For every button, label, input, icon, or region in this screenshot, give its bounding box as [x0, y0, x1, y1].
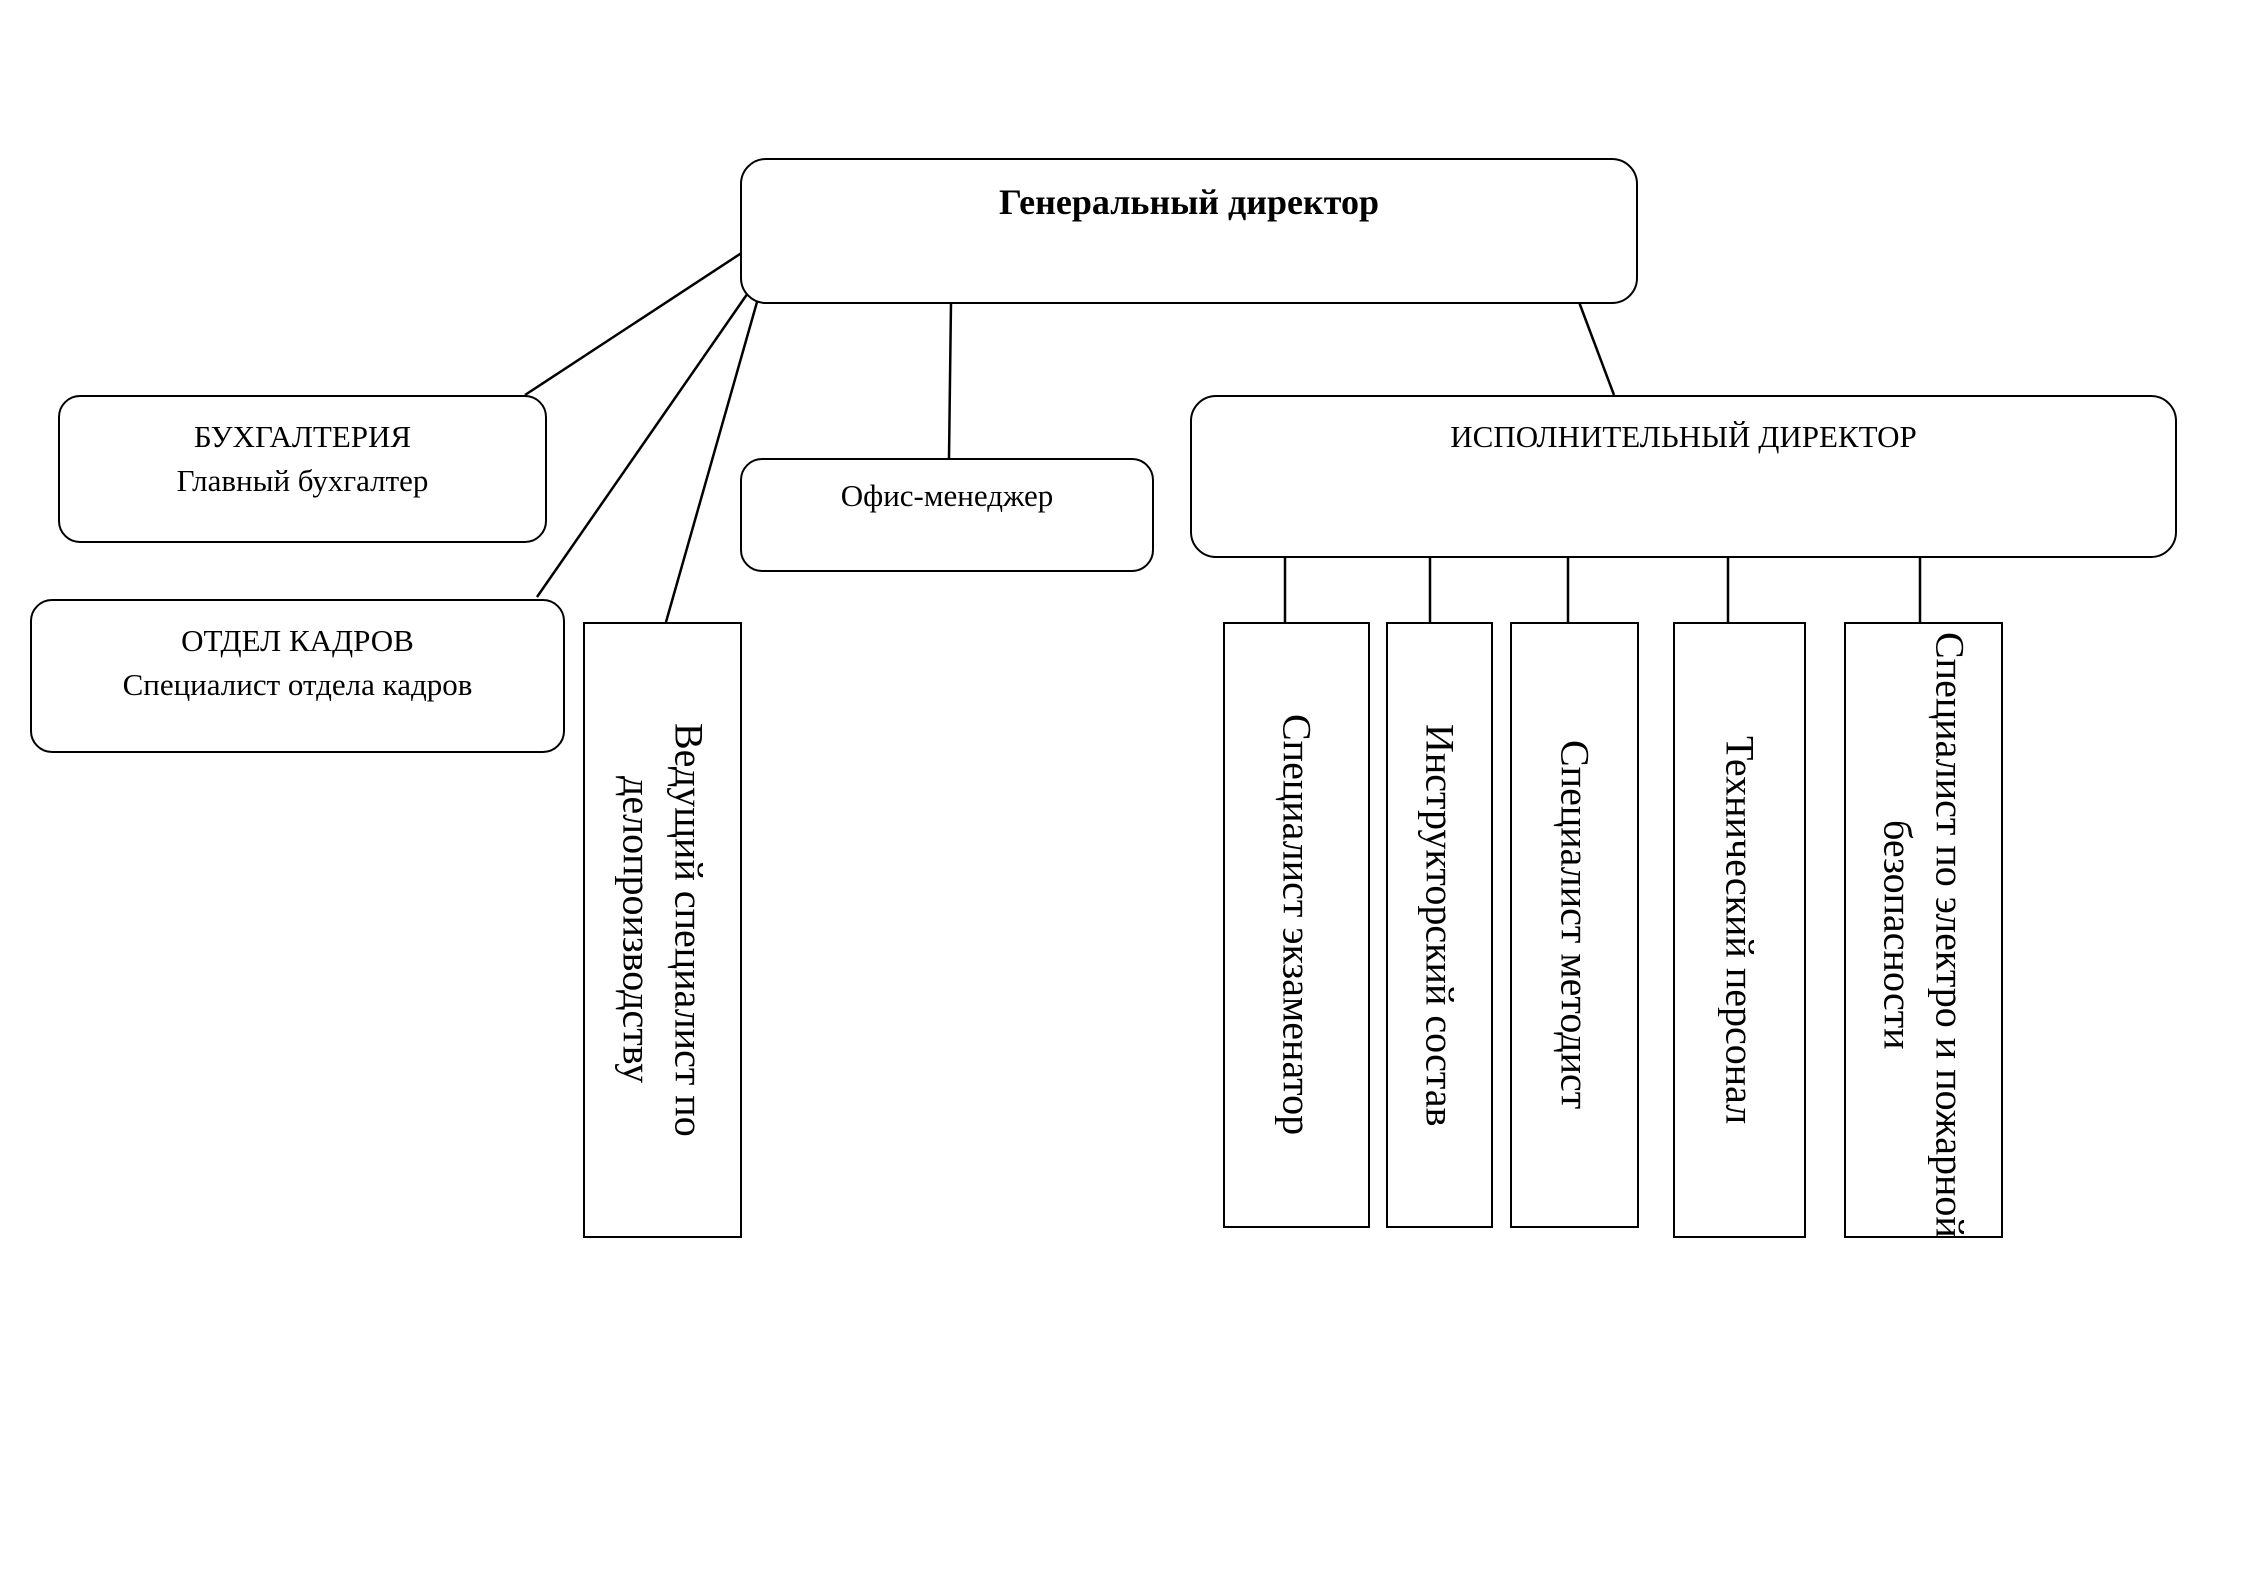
connector-general-to-executive	[1577, 301, 1616, 396]
connector-general-to-office-manager	[947, 301, 953, 459]
hr-department-label: ОТДЕЛ КАДРОВ	[181, 623, 414, 658]
subordinate-instructors-box: Инструкторский состав	[1386, 622, 1493, 1228]
subordinate-methodologist-label: Специалист методист	[1552, 740, 1598, 1110]
records-specialist-label: Ведущий специалист по делопроизводству	[611, 723, 715, 1137]
general-director-box: Генеральный директор	[740, 158, 1638, 304]
hr-position-label: Специалист отдела кадров	[122, 667, 473, 702]
subordinate-examiner-label: Специалист экзаменатор	[1274, 714, 1320, 1136]
records-specialist-box: Ведущий специалист по делопроизводству	[583, 622, 742, 1238]
executive-director-title: ИСПОЛНИТЕЛЬНЫЙ ДИРЕКТОР	[1450, 419, 1917, 454]
subordinate-technical-label: Технический персонал	[1717, 735, 1763, 1125]
general-director-title: Генеральный директор	[999, 182, 1379, 222]
subordinate-examiner-box: Специалист экзаменатор	[1223, 622, 1370, 1228]
connector-general-to-accounting	[524, 250, 744, 397]
connector-general-to-records	[664, 301, 759, 623]
office-manager-box: Офис-менеджер	[740, 458, 1154, 572]
subordinate-safety-label: Специалист по электро и пожарной безопас…	[1872, 632, 1976, 1238]
accounting-department-label: БУХГАЛТЕРИЯ	[193, 419, 412, 454]
hr-box: ОТДЕЛ КАДРОВ Специалист отдела кадров	[30, 599, 565, 753]
connector-general-to-hr	[535, 289, 752, 598]
accounting-box: БУХГАЛТЕРИЯ Главный бухгалтер	[58, 395, 547, 543]
subordinate-instructors-label: Инструкторский состав	[1417, 723, 1463, 1127]
records-specialist-line1: Ведущий специалист по	[666, 723, 712, 1137]
executive-director-box: ИСПОЛНИТЕЛЬНЫЙ ДИРЕКТОР	[1190, 395, 2177, 558]
subordinate-technical-box: Технический персонал	[1673, 622, 1806, 1238]
accounting-position-label: Главный бухгалтер	[176, 463, 429, 498]
subordinate-safety-line1: Специалист по электро и пожарной	[1927, 632, 1973, 1238]
records-specialist-line2: делопроизводству	[614, 776, 660, 1084]
subordinate-safety-box: Специалист по электро и пожарной безопас…	[1844, 622, 2003, 1238]
subordinate-methodologist-box: Специалист методист	[1510, 622, 1639, 1228]
subordinate-safety-line2: безопасности	[1875, 820, 1921, 1050]
office-manager-label: Офис-менеджер	[840, 478, 1054, 513]
